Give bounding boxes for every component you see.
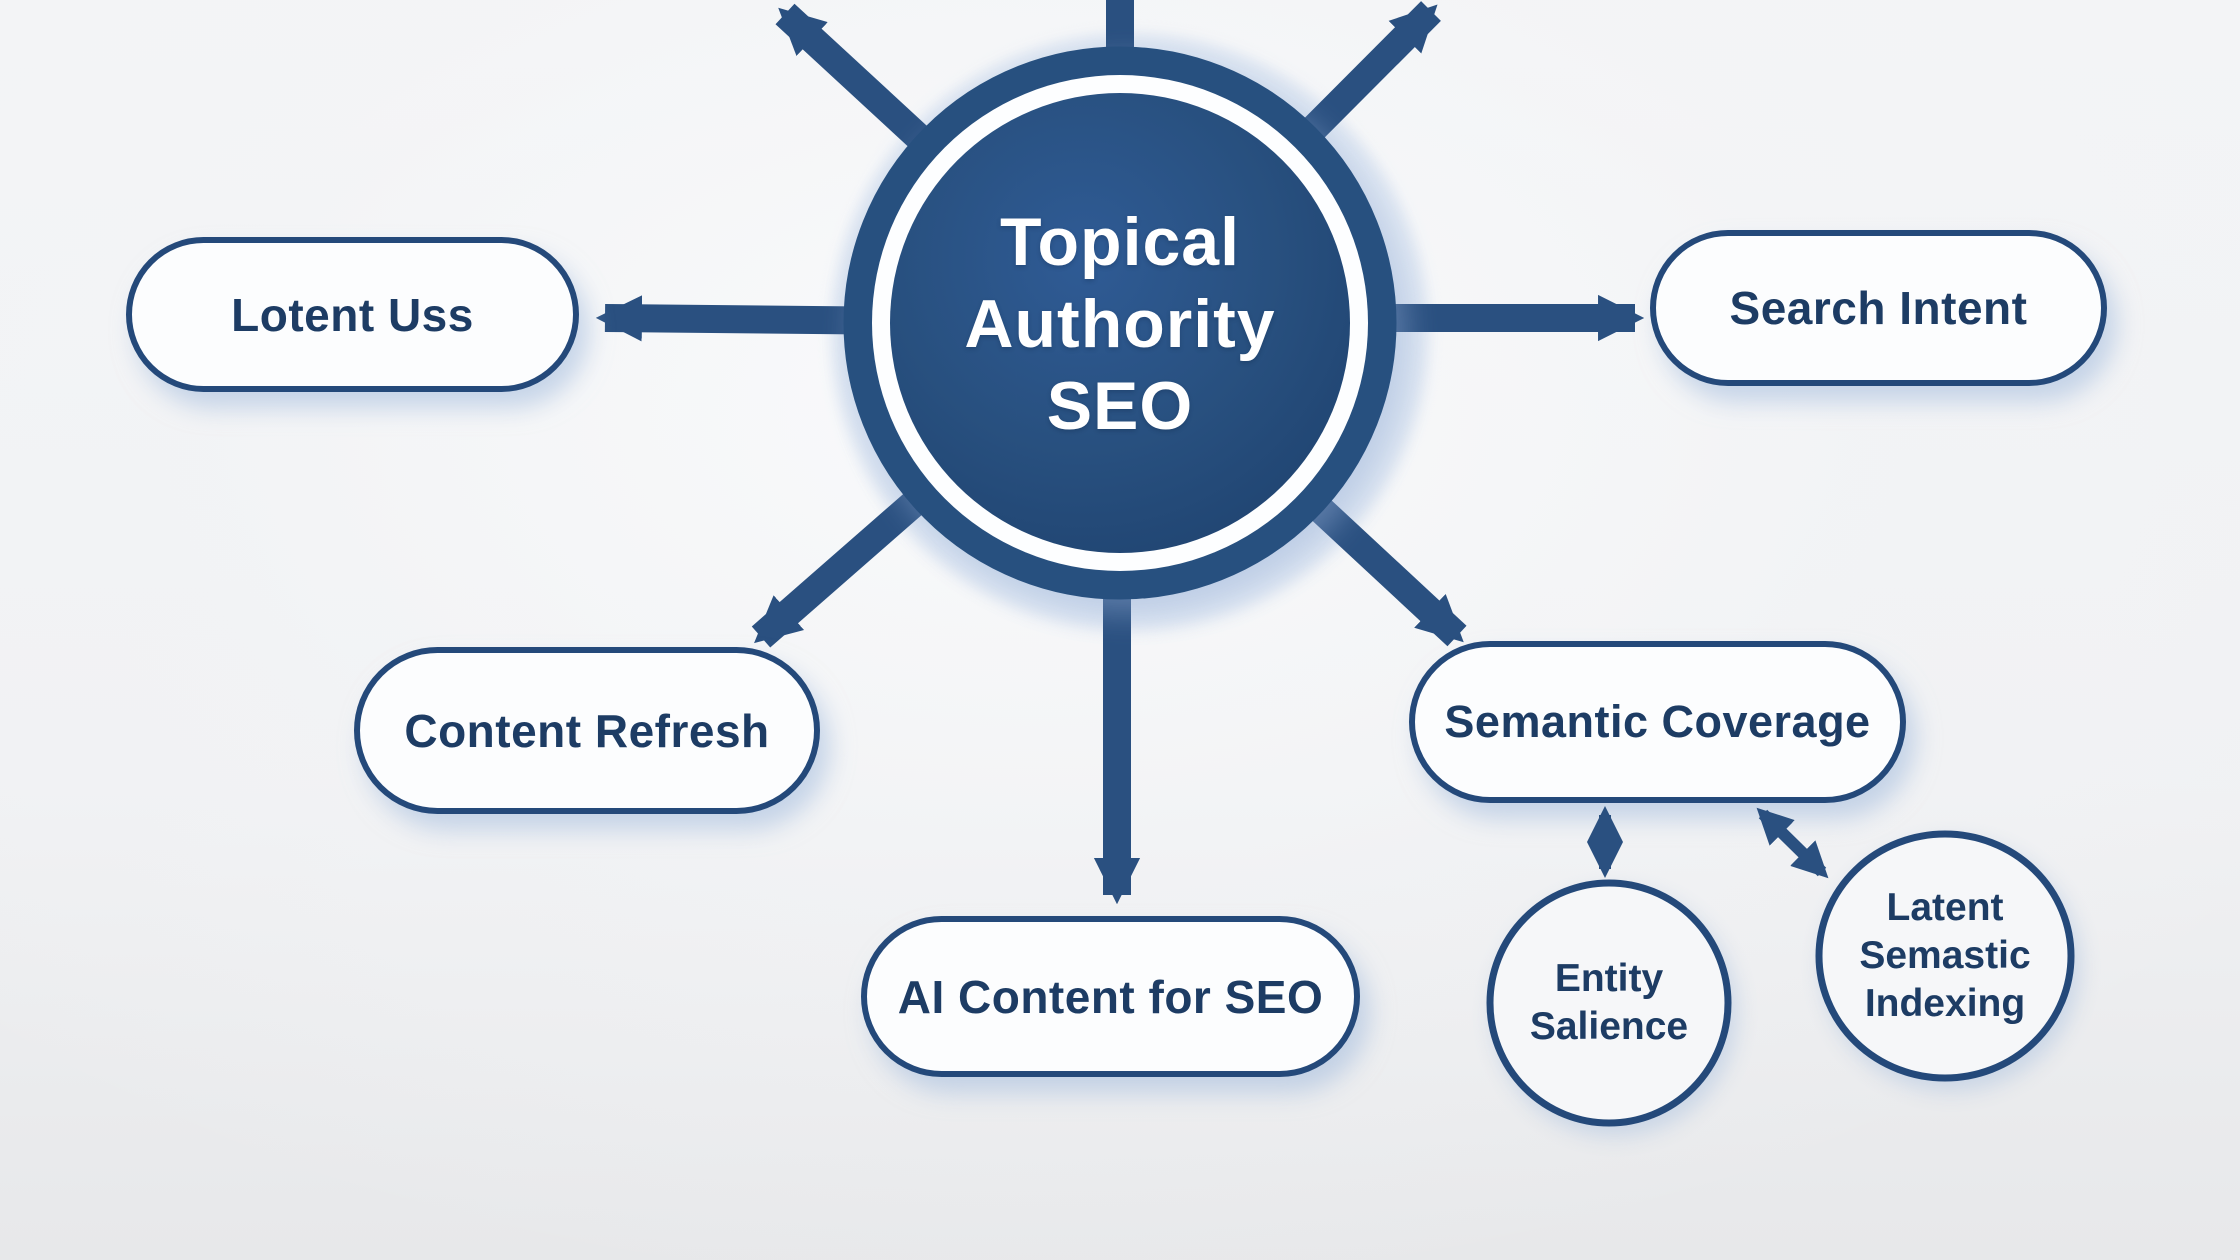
node-semantic-coverage-label: Semantic Coverage [1444,696,1871,747]
lsi-line3: Indexing [1864,982,2026,1025]
node-search-intent-label: Search Intent [1729,282,2028,334]
hub-disc [890,93,1350,553]
entity-salience-line1: Entity [1554,957,1664,1000]
node-ai-content [861,916,1360,1077]
double-arrow-coverage-lsi [1756,807,1829,879]
entity-salience-line2: Salience [1529,1005,1689,1048]
hub-title: Topical Authority SEO [830,138,1410,510]
lsi-line1: Latent [1886,886,2004,929]
node-ai-content-label: AI Content for SEO [897,970,1324,1023]
node-entity-salience [1486,879,1732,1127]
hub-outer-ring [843,46,1397,600]
node-content-refresh [354,647,820,814]
node-search-intent [1650,230,2107,386]
node-latent-semantic-indexing-label: Latent Semastic Indexing [1817,834,2073,1078]
node-latent-use [126,237,579,392]
hub-title-line3: SEO [1046,368,1194,444]
lsi-line2: Semastic [1859,934,2031,977]
node-latent-semantic-indexing [1815,830,2075,1082]
node-entity-salience-label: Entity Salience [1490,885,1728,1121]
node-latent-use-label: Lotent Uss [231,288,474,341]
node-semantic-coverage [1409,641,1906,803]
hub-node [843,46,1397,600]
node-content-refresh-label: Content Refresh [404,704,770,757]
hub-title-line2: Authority [964,286,1276,362]
hub-title-line1: Topical [1000,204,1240,280]
